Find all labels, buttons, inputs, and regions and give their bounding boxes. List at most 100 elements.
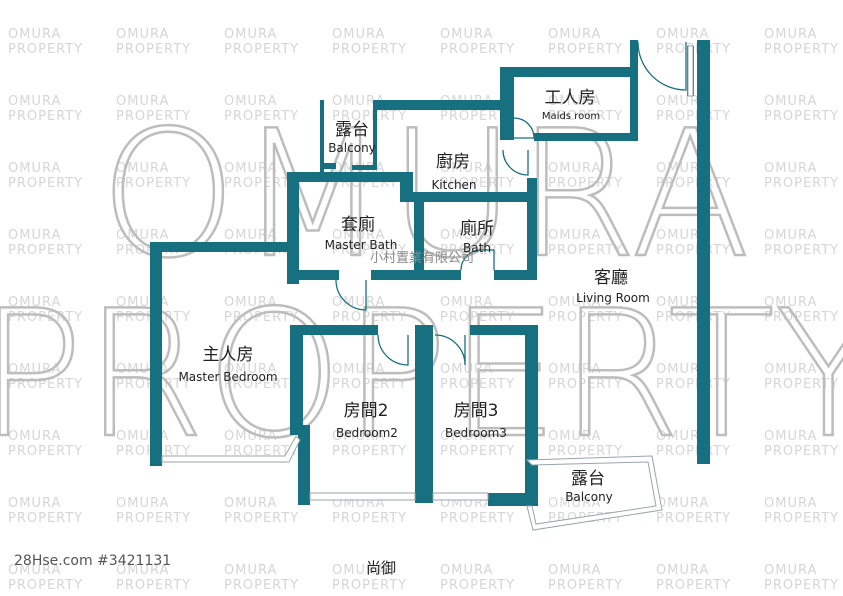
watermark-tile: OMURA [764, 563, 817, 578]
agency-watermark: 小村置業有限公司 [370, 250, 474, 266]
watermark-tile: PROPERTY [656, 243, 731, 258]
watermark-tile: PROPERTY [764, 511, 839, 526]
watermark-tile: OMURA [224, 563, 277, 578]
watermark-tile: OMURA [8, 295, 61, 310]
watermark-tile: PROPERTY [116, 42, 191, 57]
watermark-tile: OMURA [8, 362, 61, 377]
watermark-tile: PROPERTY [8, 243, 83, 258]
watermark-tile: OMURA [440, 27, 493, 42]
watermark-tile: PROPERTY [656, 109, 731, 124]
watermark-tile: PROPERTY [656, 444, 731, 459]
watermark-tile: OMURA [764, 496, 817, 511]
watermark-tile: OMURA [764, 94, 817, 109]
watermark-tile: PROPERTY [116, 511, 191, 526]
balcony-top-zh: 露台 [335, 120, 369, 140]
watermark-tile: PROPERTY [8, 109, 83, 124]
watermark-tile: PROPERTY [332, 444, 407, 459]
watermark-tile: OMURA [656, 295, 709, 310]
watermark-tile: PROPERTY [656, 511, 731, 526]
watermark-tile: OMURA [116, 228, 169, 243]
watermark-tile: PROPERTY [224, 42, 299, 57]
watermark-tile: PROPERTY [8, 310, 83, 325]
watermark-tile: PROPERTY [332, 243, 407, 258]
watermark-tile: PROPERTY [8, 511, 83, 526]
watermark-tile: OMURA [440, 295, 493, 310]
watermark-tile: OMURA [332, 228, 385, 243]
bath-zh: 廁所 [460, 218, 494, 239]
watermark-tile: OMURA [764, 161, 817, 176]
watermark-tile: PROPERTY [764, 444, 839, 459]
watermark-tile: OMURA [764, 362, 817, 377]
bedroom3-zh: 房間3 [454, 401, 499, 421]
watermark-tile: PROPERTY [224, 511, 299, 526]
watermark-tile: OMURA [656, 94, 709, 109]
watermark-tile: OMURA [548, 161, 601, 176]
watermark-tile: OMURA [548, 94, 601, 109]
watermark-tile: PROPERTY [332, 377, 407, 392]
watermark-tile: PROPERTY [764, 243, 839, 258]
watermark-tile: OMURA [224, 496, 277, 511]
watermark-tile: OMURA [656, 496, 709, 511]
watermark-tile: OMURA [332, 27, 385, 42]
watermark-tile: OMURA [116, 496, 169, 511]
watermark-tile: PROPERTY [332, 310, 407, 325]
estate-name: 尚御 [366, 559, 397, 577]
watermark-tile: PROPERTY [656, 578, 731, 593]
watermark-tile: OMURA [764, 295, 817, 310]
watermark-tile: OMURA [440, 161, 493, 176]
watermark-tile: PROPERTY [440, 176, 515, 191]
balcony-bottom-en: Balcony [565, 490, 613, 504]
kitchen-zh: 廚房 [436, 151, 470, 172]
listing-source: 28Hse.com #3421131 [14, 553, 172, 569]
watermark-tile: PROPERTY [8, 176, 83, 191]
watermark-tile: OMURA [440, 228, 493, 243]
watermark-tile: PROPERTY [764, 310, 839, 325]
watermark-tile: PROPERTY [764, 578, 839, 593]
watermark-tile: PROPERTY [332, 42, 407, 57]
watermark-tile: PROPERTY [116, 176, 191, 191]
watermark-tile: OMURA [8, 94, 61, 109]
watermark-tile: PROPERTY [764, 109, 839, 124]
watermark-tile: PROPERTY [332, 578, 407, 593]
watermark-tile: PROPERTY [224, 310, 299, 325]
watermark-tile: OMURA [8, 161, 61, 176]
watermark-tile: OMURA [332, 429, 385, 444]
watermark-tile: PROPERTY [332, 109, 407, 124]
watermark-tile: PROPERTY [224, 176, 299, 191]
room-labels: 工人房 Maids room 露台 Balcony 廚房 Kitchen 套廁 … [178, 88, 649, 504]
watermark-tile: OMURA [8, 27, 61, 42]
watermark-tile: OMURA [332, 563, 385, 578]
watermark-tile: PROPERTY [656, 310, 731, 325]
living-room-en: Living Room [576, 291, 650, 305]
balcony-top-en: Balcony [328, 141, 376, 155]
watermark-tile: OMURA [224, 228, 277, 243]
watermark-tile: OMURA [332, 94, 385, 109]
kitchen-en: Kitchen [431, 178, 476, 192]
watermark-tile: OMURA [224, 94, 277, 109]
watermark-tile: PROPERTY [440, 109, 515, 124]
watermark-tile: PROPERTY [440, 511, 515, 526]
watermark-tile: OMURA [224, 295, 277, 310]
watermark-tile: OMURA [332, 295, 385, 310]
watermark-tile: PROPERTY [764, 42, 839, 57]
watermark-tile: OMURA [8, 429, 61, 444]
watermark-tile: PROPERTY [548, 243, 623, 258]
watermark-tile: OMURA [548, 429, 601, 444]
watermark-tile: OMURA [656, 563, 709, 578]
watermark-tile: PROPERTY [548, 310, 623, 325]
watermark-tiles: OMURAPROPERTYOMURAPROPERTYOMURAPROPERTYO… [8, 27, 839, 593]
watermark-tile: PROPERTY [116, 109, 191, 124]
watermark-tile: OMURA [224, 161, 277, 176]
watermark-tile: OMURA [656, 429, 709, 444]
watermark-tile: OMURA [440, 362, 493, 377]
watermark-tile: OMURA [656, 362, 709, 377]
watermark-tile: OMURA [764, 27, 817, 42]
watermark-tile: PROPERTY [440, 42, 515, 57]
watermark-tile: OMURA [548, 563, 601, 578]
watermark-tile: PROPERTY [656, 377, 731, 392]
watermark-tile: PROPERTY [764, 377, 839, 392]
watermark-tile: OMURA [548, 295, 601, 310]
watermark-tile: OMURA [8, 563, 61, 578]
bath-en: Bath [463, 241, 491, 255]
watermark-tile: PROPERTY [548, 377, 623, 392]
